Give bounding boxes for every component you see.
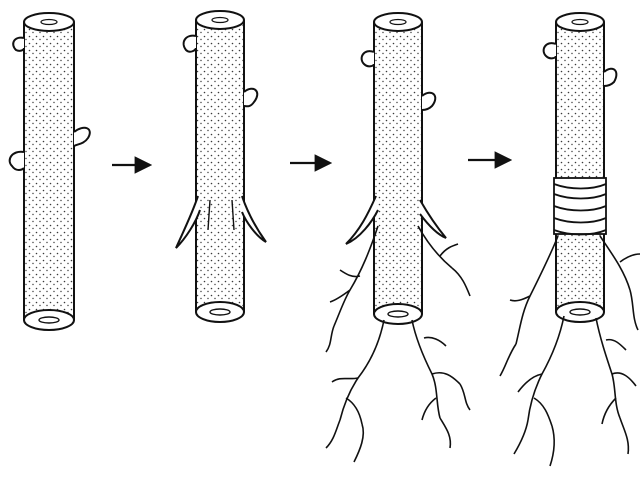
bark-flap-right — [420, 200, 446, 238]
cutting-stem — [374, 22, 422, 314]
stage-2-bark-slit — [176, 11, 266, 322]
bottom-cut-end — [24, 310, 74, 330]
stage-3-rooted — [326, 13, 470, 462]
top-cut-end — [556, 13, 604, 31]
top-cut-end — [24, 13, 74, 31]
stage-1-cutting — [10, 13, 90, 330]
cutting-stem — [24, 22, 74, 320]
bottom-cut-end — [196, 302, 244, 322]
bottom-cut-end — [374, 304, 422, 324]
bud — [184, 36, 196, 52]
bud — [362, 51, 374, 66]
stage-4-bound — [500, 13, 640, 466]
bud — [74, 128, 90, 146]
top-cut-end — [374, 13, 422, 31]
bud — [244, 89, 257, 107]
bud — [604, 69, 616, 86]
bud — [13, 38, 24, 51]
cutting-stem — [556, 22, 604, 312]
bud — [544, 43, 556, 58]
binding-wrap — [554, 178, 606, 235]
bark-flap-right — [242, 196, 266, 242]
bud — [10, 152, 24, 170]
cutting-stem — [196, 20, 244, 312]
top-cut-end — [196, 11, 244, 29]
bud — [422, 93, 435, 110]
